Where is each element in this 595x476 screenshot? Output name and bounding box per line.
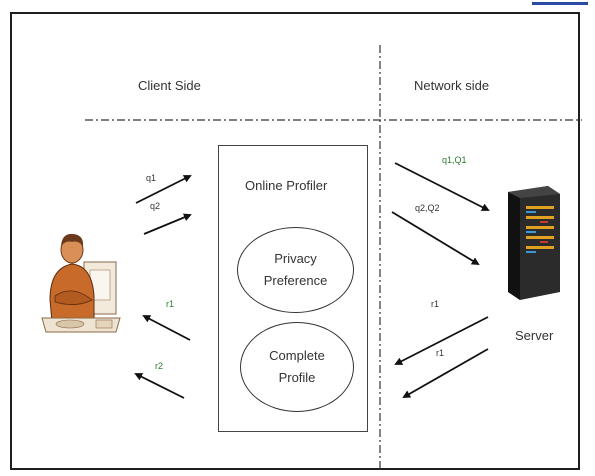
client-side-label: Client Side	[138, 78, 201, 93]
arrow-r1	[142, 315, 191, 341]
arrow-r2-net	[402, 348, 489, 398]
arrow-r2	[134, 373, 185, 399]
arrow-q1-Q1	[394, 162, 490, 211]
arrow-q2	[143, 213, 192, 235]
label-q2-Q2: q2,Q2	[415, 203, 440, 213]
online-profiler-title: Online Profiler	[245, 178, 328, 193]
privacy-preference-text: Privacy Preference	[237, 248, 354, 292]
complete-profile-ellipse	[240, 322, 354, 412]
accent-bar	[532, 2, 588, 5]
label-q1: q1	[146, 173, 157, 183]
privacy-line: Privacy	[274, 251, 317, 266]
arrow-q2-Q2	[391, 211, 480, 266]
label-r1-net: r1	[431, 299, 440, 309]
label-r1: r1	[166, 299, 175, 309]
label-q1-Q1: q1,Q1	[442, 155, 467, 165]
complete-profile-text: Complete Profile	[240, 345, 354, 389]
label-q2: q2	[150, 201, 161, 211]
privacy-preference-ellipse	[237, 227, 354, 313]
profile-line: Profile	[278, 370, 316, 385]
arrow-q1	[135, 175, 192, 204]
complete-line: Complete	[269, 348, 325, 363]
network-side-label: Network side	[414, 78, 490, 93]
label-r2: r2	[155, 361, 164, 371]
server-label: Server	[515, 328, 554, 343]
arrow-r1-net	[394, 316, 489, 365]
label-r2-net: r1	[436, 348, 445, 358]
preference-line: Preference	[263, 273, 328, 288]
